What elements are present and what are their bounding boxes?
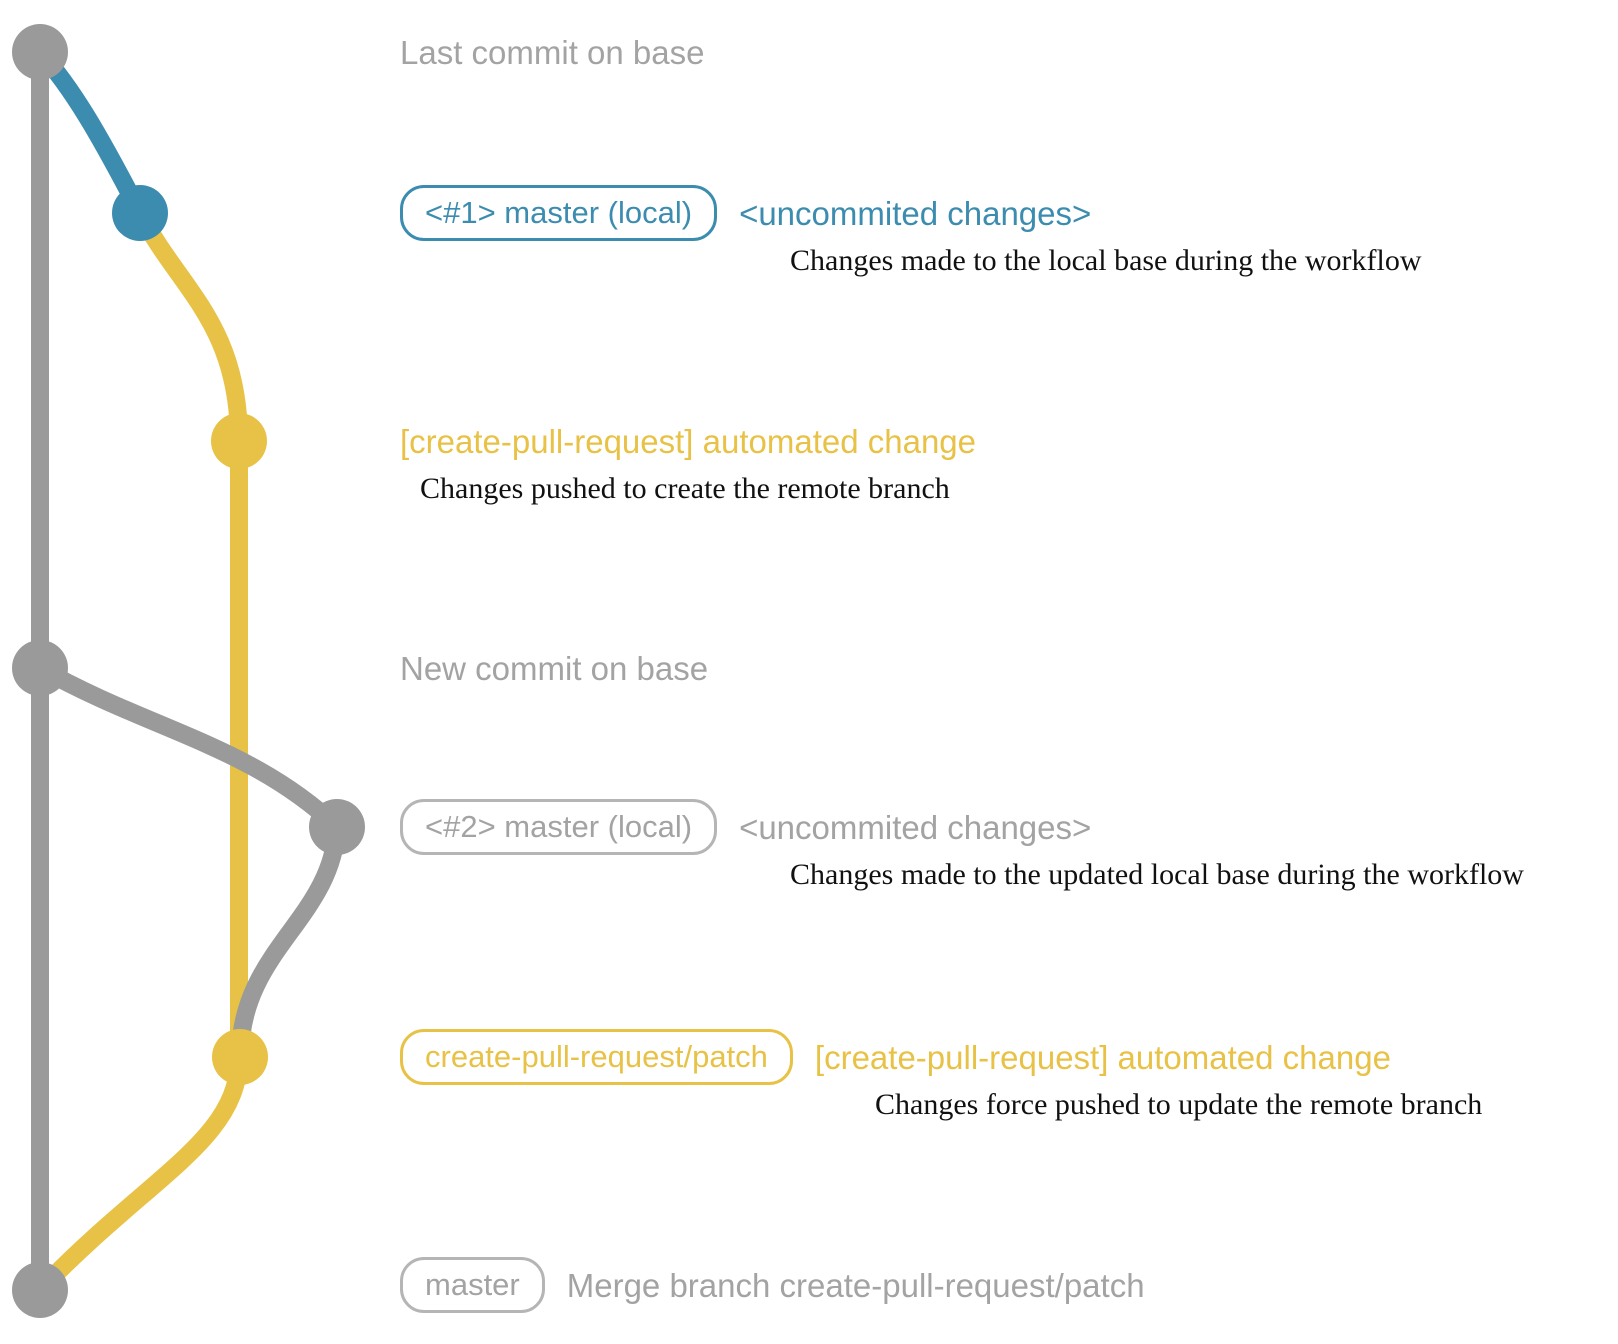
description-uncommited-1: Changes made to the local base during th…: [790, 244, 1422, 277]
branch-label-master-local-2: <#2> master (local): [400, 798, 718, 856]
row-patch-push-1: [create-pull-request] automated change: [400, 409, 976, 473]
row-local-master-2: <#2> master (local) <uncommited changes>: [400, 795, 1091, 859]
description-uncommited-2: Changes made to the updated local base d…: [790, 858, 1524, 891]
commit-node-merge: [12, 1262, 68, 1318]
description-push-2: Changes force pushed to update the remot…: [875, 1088, 1483, 1121]
commit-node-patch-push-2: [212, 1029, 268, 1085]
row-local-master-1: <#1> master (local) <uncommited changes>: [400, 181, 1091, 245]
branch-label-master: master: [400, 1256, 545, 1314]
local-master-branch-1-path: [31, 43, 149, 222]
commit-node-local-master-2: [309, 799, 365, 855]
row-last-commit: Last commit on base: [400, 20, 704, 84]
commit-node-patch-push-1: [211, 413, 267, 469]
commit-message-uncommited-1: <uncommited changes>: [739, 194, 1092, 232]
commit-node-local-master-1: [112, 185, 168, 241]
commit-message-uncommited-2: <uncommited changes>: [739, 808, 1092, 846]
commit-message-automated-change-2: [create-pull-request] automated change: [814, 1038, 1391, 1076]
description-push-1: Changes pushed to create the remote bran…: [420, 472, 950, 505]
branch-label-master-local-1: <#1> master (local): [400, 184, 718, 242]
commit-node-last-base: [12, 24, 68, 80]
row-patch-push-2: create-pull-request/patch [create-pull-r…: [400, 1025, 1391, 1089]
commit-message-last-base: Last commit on base: [400, 33, 705, 71]
commit-message-automated-change-1: [create-pull-request] automated change: [400, 422, 977, 460]
branch-label-create-pull-request-patch: create-pull-request/patch: [400, 1028, 793, 1086]
commit-message-new-base: New commit on base: [400, 649, 709, 687]
local-master-branch-2-path: [31, 659, 347, 1066]
commit-message-merge: Merge branch create-pull-request/patch: [566, 1266, 1145, 1304]
row-merge: master Merge branch create-pull-request/…: [400, 1253, 1145, 1317]
commit-node-new-base: [12, 640, 68, 696]
row-new-commit: New commit on base: [400, 636, 708, 700]
